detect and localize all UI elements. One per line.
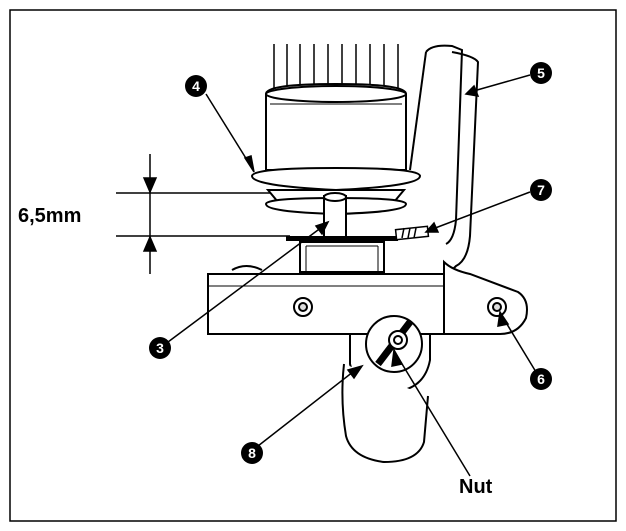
upper-shaft-ridges <box>273 44 399 90</box>
svg-text:5: 5 <box>537 65 545 81</box>
svg-text:4: 4 <box>192 78 200 94</box>
svg-text:6: 6 <box>537 371 545 387</box>
svg-text:3: 3 <box>156 340 164 356</box>
callout-4: 4 <box>185 75 207 97</box>
upper-cylinder <box>265 82 407 171</box>
eccentric-nut <box>365 315 423 373</box>
dimension-label: 6,5mm <box>18 205 81 227</box>
thin-plate <box>286 236 398 241</box>
callout-6: 6 <box>530 368 552 390</box>
svg-text:7: 7 <box>537 182 545 198</box>
lower-bracket <box>299 241 385 273</box>
pulley-flange <box>250 166 422 216</box>
dimension-marker <box>116 154 290 274</box>
callout-7: 7 <box>530 179 552 201</box>
center-pin <box>323 192 347 243</box>
svg-text:8: 8 <box>248 445 256 461</box>
right-plate <box>443 259 528 335</box>
right-arm <box>409 44 480 275</box>
diagram-frame <box>9 9 617 522</box>
callout-3: 3 <box>149 337 171 359</box>
leader-lines <box>167 74 537 477</box>
nut-label: Nut <box>459 476 493 498</box>
set-screw <box>394 225 430 241</box>
callout-5: 5 <box>530 62 552 84</box>
callout-8: 8 <box>241 442 263 464</box>
block-screw <box>293 297 313 317</box>
